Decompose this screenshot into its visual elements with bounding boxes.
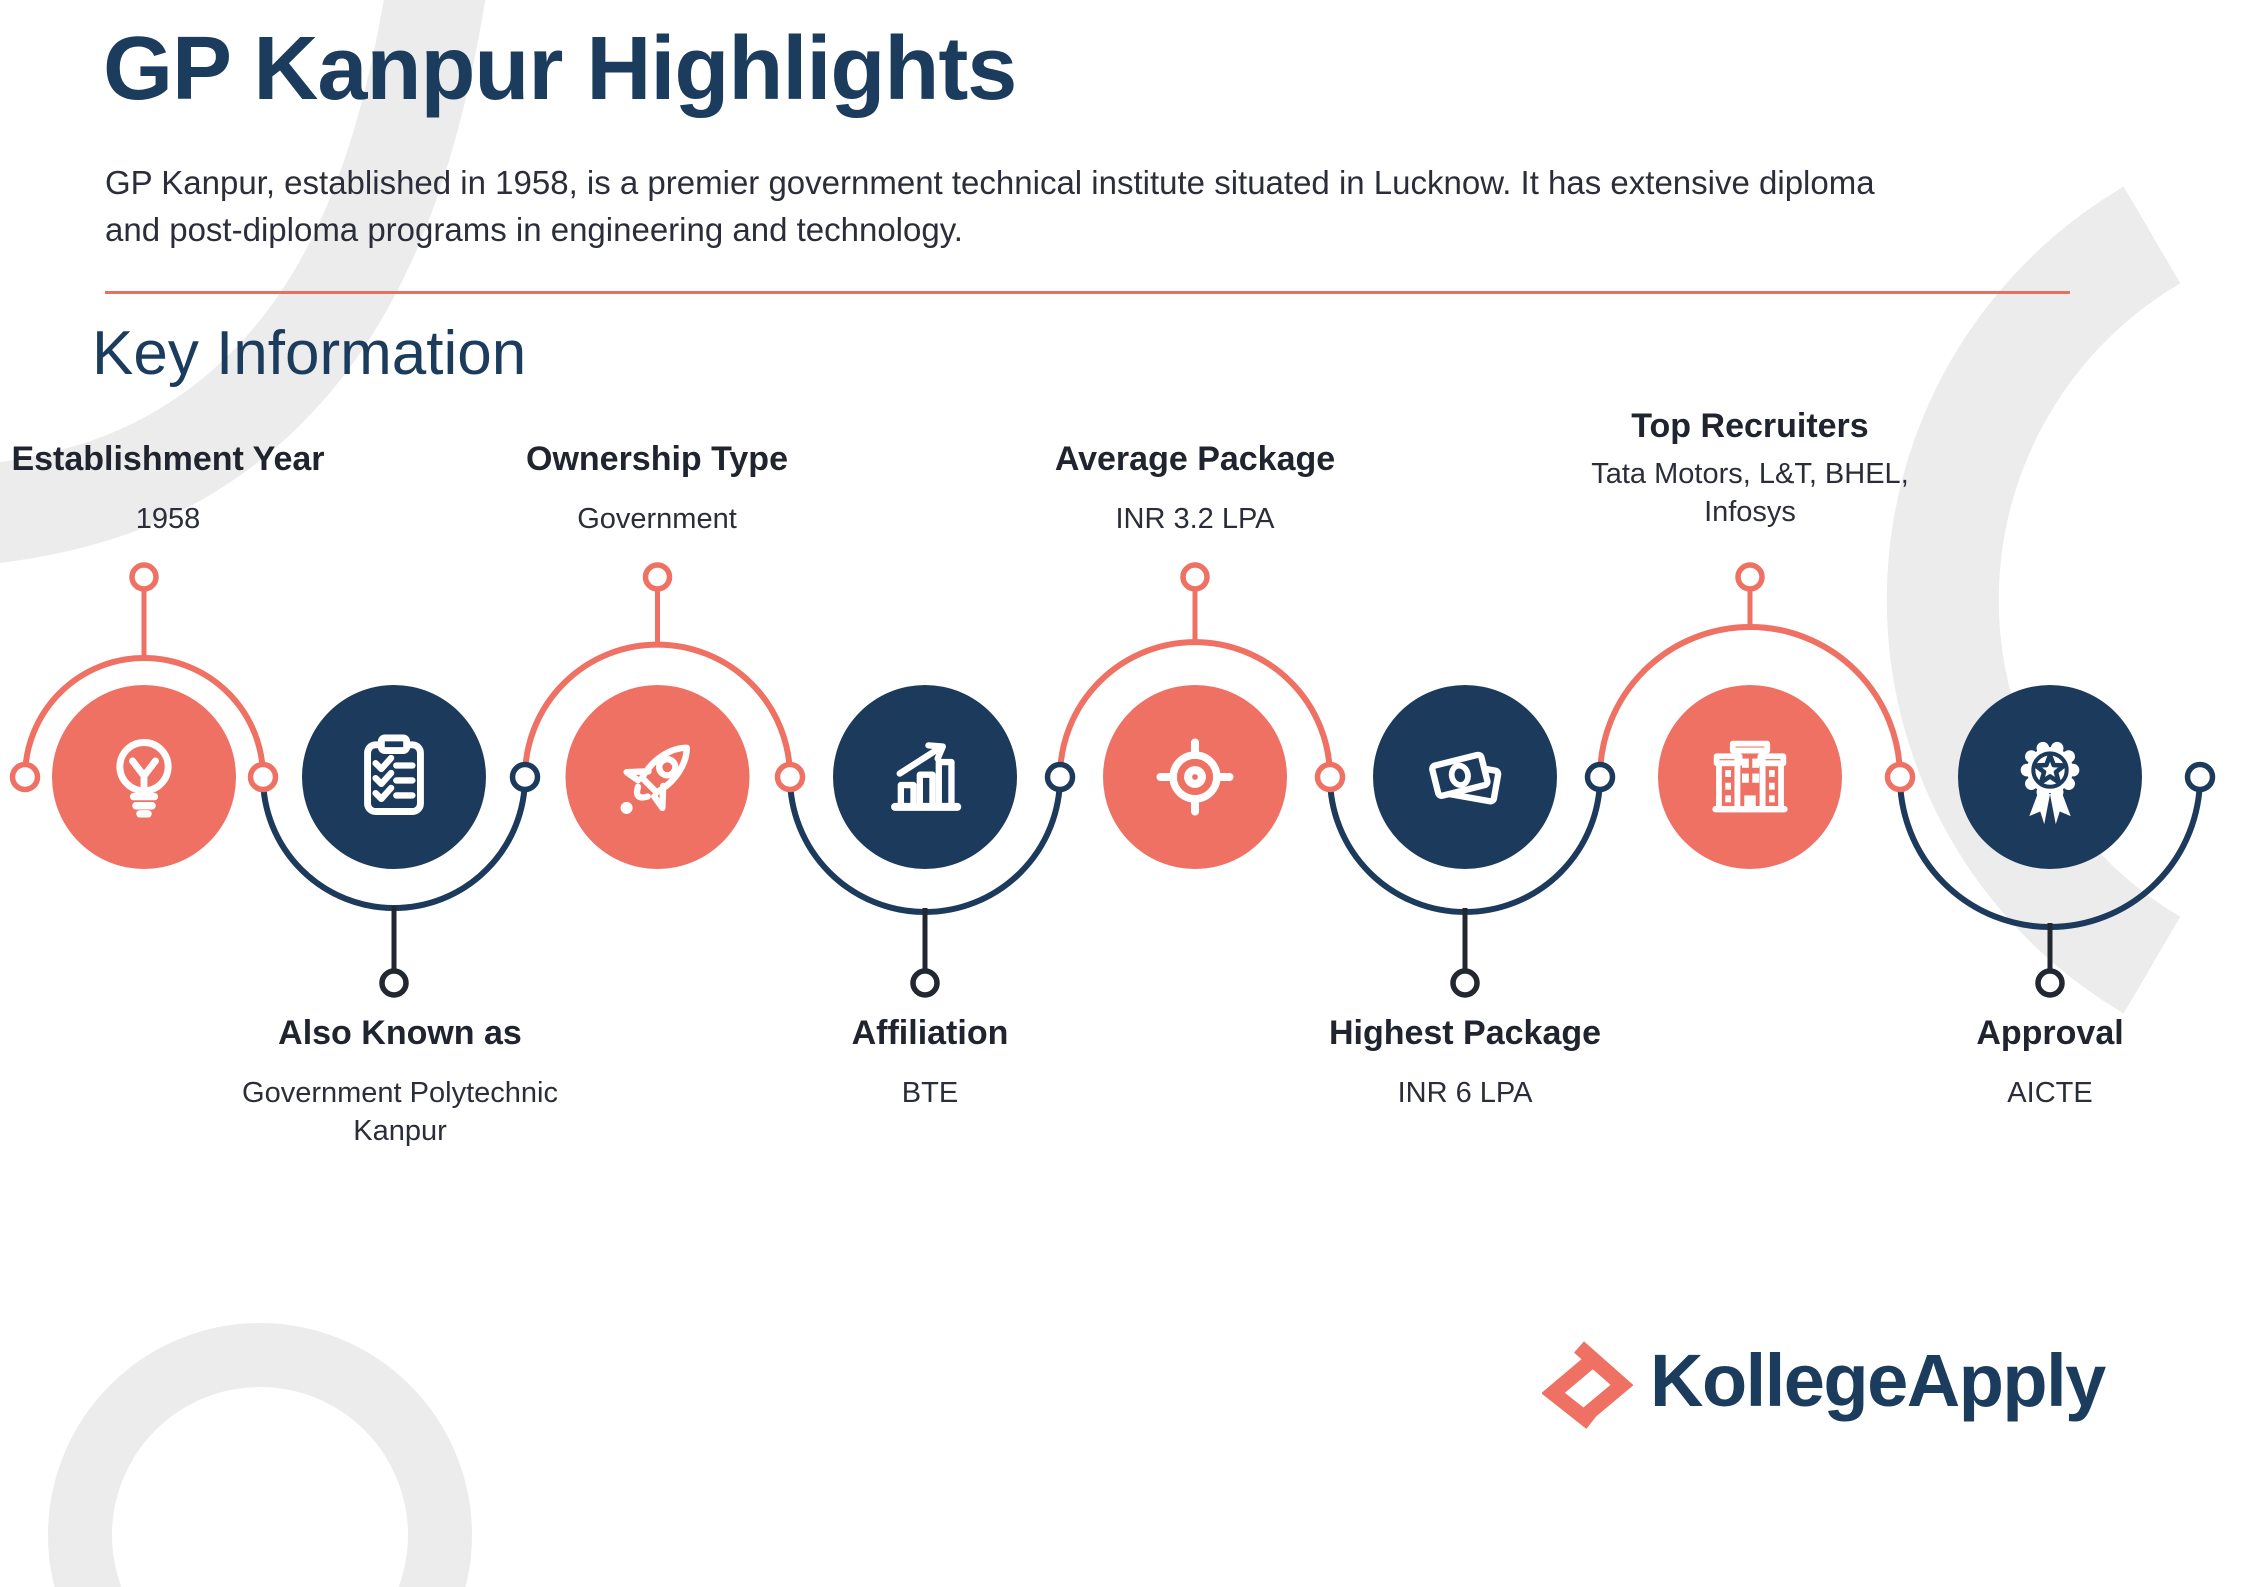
money-bills-icon	[1429, 751, 1502, 805]
timeline-label-title: Affiliation	[851, 1014, 1009, 1052]
bottom-left-ring-decoration	[48, 1323, 472, 1587]
timeline-label-value: AICTE	[2007, 1077, 2093, 1109]
timeline-label-value: 1958	[135, 503, 201, 535]
junction-ring	[9, 761, 41, 793]
page-title: GP Kanpur Highlights	[103, 19, 1017, 119]
node-top-recruiters	[1658, 685, 1842, 869]
timeline-label-ownership-type: Ownership Type Government	[472, 440, 842, 539]
timeline-label-title: Ownership Type	[526, 440, 788, 478]
junction-ring	[1314, 761, 1346, 793]
node-highest-package	[1373, 685, 1557, 869]
building-icon	[1712, 740, 1788, 813]
junction-ring	[1584, 761, 1616, 793]
brand-name: KollegeApply	[1650, 1339, 2106, 1422]
timeline-label-highest-package: Highest Package INR 6 LPA	[1280, 1014, 1650, 1113]
junction-ring	[2184, 761, 2216, 793]
double-chevron-icon	[1542, 1341, 1634, 1429]
stem-down	[379, 906, 2065, 998]
section-divider	[105, 291, 2070, 294]
timeline-label-title: Approval	[1976, 1014, 2124, 1052]
timeline-label-value: BTE	[901, 1077, 959, 1109]
timeline-label-title: Top Recruiters	[1631, 407, 1869, 445]
timeline-label-establishment-year: Establishment Year 1958	[0, 440, 353, 539]
right-ring-decoration	[1886, 186, 2181, 1014]
stem-up	[129, 562, 1765, 660]
timeline-label-also-known-as: Also Known as Government Polytechnic Kan…	[215, 1014, 585, 1150]
timeline-label-title: Also Known as	[278, 1014, 522, 1052]
node-average-package	[1103, 685, 1287, 869]
junction-ring	[1044, 761, 1076, 793]
target-icon	[1156, 738, 1234, 816]
timeline-label-value: Tata Motors, L&T, BHEL, Infosys	[1591, 458, 1909, 528]
timeline-label-title: Average Package	[1054, 440, 1336, 478]
timeline-label-average-package: Average Package INR 3.2 LPA	[1010, 440, 1380, 539]
node-ownership-type	[565, 685, 750, 869]
lightbulb-icon	[116, 739, 172, 818]
node-affiliation	[833, 685, 1017, 869]
node-approval	[1958, 685, 2142, 869]
junction-ring	[247, 761, 279, 793]
timeline-label-value: Government	[577, 503, 737, 535]
timeline-label-title: Highest Package	[1328, 1014, 1602, 1052]
timeline-label-title: Establishment Year	[11, 440, 325, 478]
page-subtitle: GP Kanpur, established in 1958, is a pre…	[105, 164, 1875, 248]
growth-chart-icon	[891, 742, 962, 811]
section-heading: Key Information	[92, 319, 527, 388]
rocket-icon	[620, 744, 690, 814]
award-ribbon-icon	[2020, 741, 2080, 825]
timeline-label-approval: Approval AICTE	[1865, 1014, 2235, 1113]
checklist-clipboard-icon	[364, 734, 424, 815]
top-left-ring-decoration	[0, 0, 486, 564]
node-also-known-as	[302, 685, 486, 869]
timeline-label-top-recruiters: Top Recruiters Tata Motors, L&T, BHEL, I…	[1565, 407, 1935, 531]
junction-ring	[509, 761, 541, 793]
junction-ring	[774, 761, 806, 793]
timeline-label-value: INR 6 LPA	[1397, 1077, 1533, 1109]
node-establishment-year	[52, 685, 236, 869]
junction-ring	[1884, 761, 1916, 793]
timeline-label-value: INR 3.2 LPA	[1115, 503, 1275, 535]
timeline-label-affiliation: Affiliation BTE	[745, 1014, 1115, 1113]
timeline-label-value: Government Polytechnic Kanpur	[242, 1077, 558, 1147]
